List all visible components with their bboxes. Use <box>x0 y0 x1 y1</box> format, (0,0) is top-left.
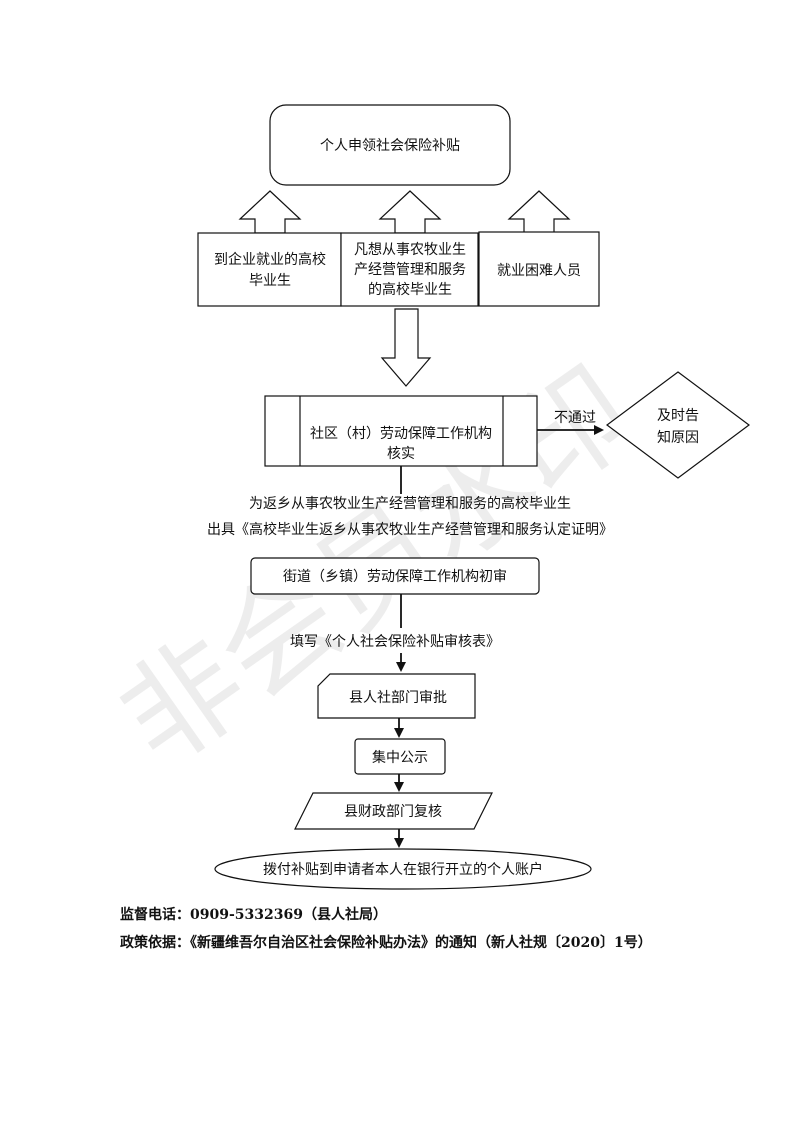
arrow-head-icon <box>394 728 404 738</box>
certify-note-line1: 为返乡从事农牧业生产经营管理和服务的高校毕业生 <box>249 495 571 512</box>
policy-basis-text: 政策依据：《新疆维吾尔自治区社会保险补贴办法》的通知（新人社规〔2020〕1号） <box>120 935 652 951</box>
difficult-label: 就业困难人员 <box>497 263 581 279</box>
arrow-head-icon <box>594 425 604 435</box>
payment-ellipse <box>214 848 592 890</box>
difficult-box <box>478 231 600 307</box>
down-arrow-icon <box>380 308 432 387</box>
grad-enterprise-box <box>197 232 342 307</box>
arrow-head-icon <box>396 662 406 672</box>
apply-box <box>269 104 511 186</box>
county-hr-box <box>317 673 476 719</box>
grad-agri-label-line2: 产经营管理和服务 <box>354 262 466 278</box>
county-hr-label: 县人社部门审批 <box>349 690 447 706</box>
grad-agri-label-line1: 凡想从事农牧业生 <box>354 242 466 258</box>
inform-diamond <box>605 371 751 479</box>
finance-box <box>294 792 493 830</box>
finance-label: 县财政部门复核 <box>344 803 442 820</box>
hotline-text: 监督电话：0909-5332369（县人社局） <box>120 907 387 923</box>
grad-enterprise-label-line2: 毕业生 <box>249 273 291 289</box>
street-box <box>250 557 540 595</box>
publicity-box <box>354 738 446 775</box>
community-label-line1: 社区（村）劳动保障工作机构 <box>310 426 492 442</box>
apply-label: 个人申领社会保险补贴 <box>320 138 460 154</box>
community-label-line2: 核实 <box>387 446 415 462</box>
grad-enterprise-label-line1: 到企业就业的高校 <box>214 251 326 268</box>
grad-agri-label-line3: 的高校毕业生 <box>368 281 452 298</box>
community-box <box>264 395 538 467</box>
grad-agri-box <box>340 232 479 307</box>
inform-label-line2: 知原因 <box>657 429 699 446</box>
up-arrow-icon <box>378 190 442 234</box>
up-arrow-icon <box>507 190 571 234</box>
publicity-label: 集中公示 <box>372 749 428 766</box>
arrow-head-icon <box>394 838 404 848</box>
up-arrow-icon <box>238 190 302 234</box>
street-label: 街道（乡镇）劳动保障工作机构初审 <box>283 568 507 585</box>
payment-label: 拨付补贴到申请者本人在银行开立的个人账户 <box>263 861 543 878</box>
certify-note-line2: 出具《高校毕业生返乡从事农牧业生产经营管理和服务认定证明》 <box>207 521 613 538</box>
inform-label-line1: 及时告 <box>657 408 699 424</box>
arrow-head-icon <box>394 782 404 792</box>
not-pass-label: 不通过 <box>554 410 596 426</box>
fill-form-note: 填写《个人社会保险补贴审核表》 <box>290 634 500 650</box>
